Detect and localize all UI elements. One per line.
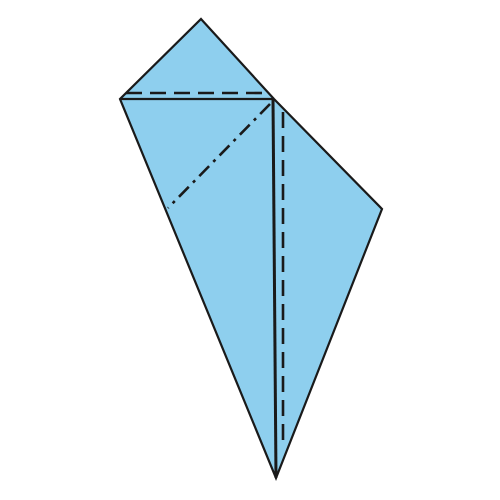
crease-lines — [120, 91, 285, 479]
outline — [118, 17, 384, 481]
paper-outline — [118, 17, 384, 481]
diagonal-mountain-fold — [167, 103, 271, 209]
center-crease — [271, 98, 278, 479]
